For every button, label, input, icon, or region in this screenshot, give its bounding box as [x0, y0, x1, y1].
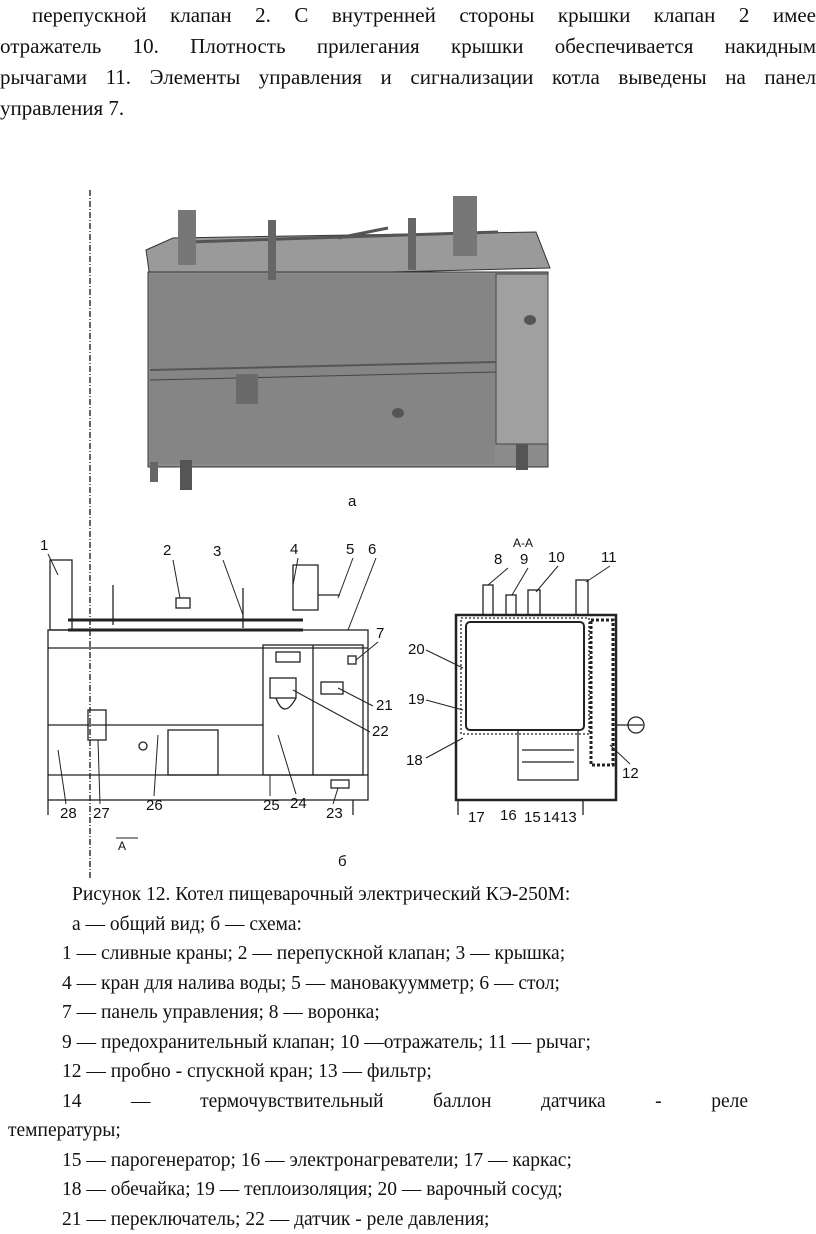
callout-20: 20: [408, 641, 425, 658]
callout-11: 11: [601, 549, 617, 566]
callout-14: 14: [543, 809, 560, 826]
boiler-section-aa: [456, 580, 644, 815]
callout-7: 7: [376, 625, 384, 642]
callout-1: 1: [40, 537, 48, 554]
callout-24: 24: [290, 795, 307, 812]
boiler-front-schematic: [48, 560, 368, 815]
callout-12: 12: [622, 765, 639, 782]
callout-18: 18: [406, 752, 423, 769]
caption-line: 18 — обечайка; 19 — теплоизоляция; 20 — …: [0, 1175, 816, 1205]
callout-10: 10: [548, 549, 565, 566]
view-a-label: а: [348, 493, 357, 510]
caption-line: 12 — пробно - спускной кран; 13 — фильтр…: [0, 1057, 816, 1087]
boiler-general-view: а: [146, 196, 550, 510]
caption-line: температуры;: [0, 1116, 816, 1146]
callout-16: 16: [500, 807, 517, 824]
callout-9: 9: [520, 551, 528, 568]
callout-4: 4: [290, 541, 298, 558]
callout-5: 5: [346, 541, 354, 558]
paragraph-line: рычагами 11. Элементы управления и сигна…: [0, 62, 816, 93]
callout-27: 27: [93, 805, 110, 822]
callout-6: 6: [368, 541, 376, 558]
callout-2: 2: [163, 542, 171, 559]
caption-title: Рисунок 12. Котел пищеварочный электриче…: [0, 880, 816, 910]
caption-line: 7 — панель управления; 8 — воронка;: [0, 998, 816, 1028]
caption-line: 9 — предохранительный клапан; 10 —отража…: [0, 1028, 816, 1058]
caption-line: 14 — термочувствительный баллон датчика …: [0, 1087, 816, 1117]
callout-26: 26: [146, 797, 163, 814]
callout-22: 22: [372, 723, 389, 740]
caption-line: 21 — переключатель; 22 — датчик - реле д…: [0, 1205, 816, 1234]
body-paragraph: перепускной клапан 2. С внутренней сторо…: [0, 0, 816, 124]
callout-15: 15: [524, 809, 541, 826]
callout-25: 25: [263, 797, 280, 814]
callout-3: 3: [213, 543, 221, 560]
caption-line: 1 — сливные краны; 2 — перепускной клапа…: [0, 939, 816, 969]
leader-lines: [48, 554, 630, 804]
callout-19: 19: [408, 691, 425, 708]
boiler-illustration: а б: [38, 190, 648, 880]
caption-line: 15 — парогенератор; 16 — электронагреват…: [0, 1146, 816, 1176]
view-b-label: б: [338, 853, 347, 870]
caption-line: а — общий вид; б — схема:: [0, 910, 816, 940]
figure-caption: Рисунок 12. Котел пищеварочный электриче…: [0, 880, 816, 1234]
callout-8: 8: [494, 551, 502, 568]
section-mark: А: [118, 839, 126, 853]
caption-line: 4 — кран для налива воды; 5 — мановакуум…: [0, 969, 816, 999]
callout-17: 17: [468, 809, 485, 826]
callout-23: 23: [326, 805, 343, 822]
callout-13: 13: [560, 809, 577, 826]
paragraph-line: отражатель 10. Плотность прилегания крыш…: [0, 31, 816, 62]
boiler-figure: а б: [38, 190, 648, 880]
paragraph-line: перепускной клапан 2. С внутренней сторо…: [0, 0, 816, 31]
section-label: А-А: [513, 536, 533, 550]
callout-21: 21: [376, 697, 393, 714]
paragraph-line: управления 7.: [0, 93, 816, 124]
callout-28: 28: [60, 805, 77, 822]
